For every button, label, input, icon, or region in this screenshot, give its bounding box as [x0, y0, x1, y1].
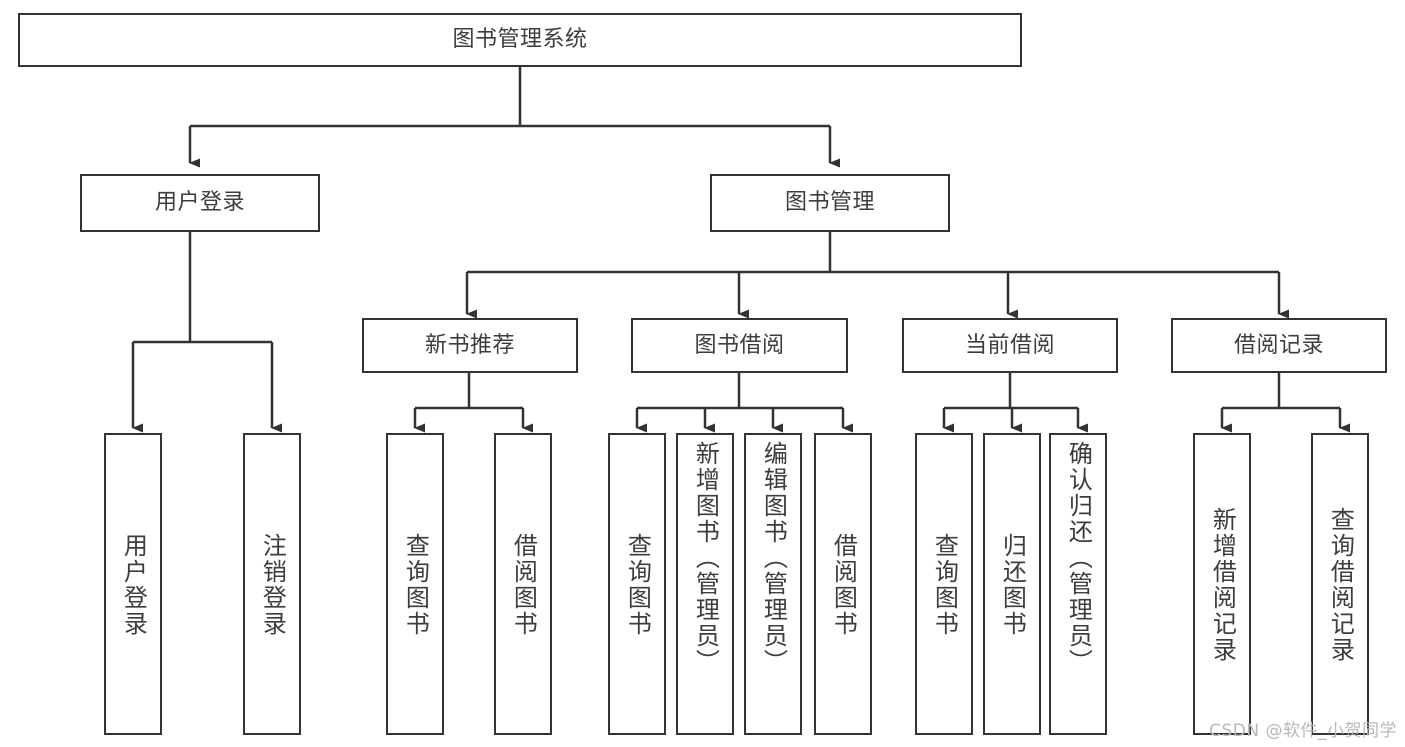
node-leaf-user-login[interactable]: 用户登录 — [104, 433, 162, 735]
node-label: 图书管理系统 — [452, 27, 588, 53]
node-label: 新增借阅记录 — [1208, 507, 1237, 663]
node-leaf-logout[interactable]: 注销登录 — [243, 433, 301, 735]
node-leaf-borrow-book-new[interactable]: 借阅图书 — [494, 433, 552, 735]
node-label: 借阅图书 — [509, 533, 538, 637]
node-leaf-add-book-admin[interactable]: 新增图书（管理员） — [676, 433, 734, 735]
node-label: 查询图书 — [930, 533, 959, 637]
node-label: 用户登录 — [154, 190, 245, 216]
node-leaf-query-borrow-record[interactable]: 查询借阅记录 — [1311, 433, 1369, 735]
node-label: 新书推荐 — [424, 332, 515, 358]
node-leaf-confirm-return-admin[interactable]: 确认归还（管理员） — [1049, 433, 1107, 735]
node-label: 确认归还（管理员） — [1064, 441, 1093, 675]
node-label: 查询借阅记录 — [1326, 507, 1355, 663]
node-leaf-return-book[interactable]: 归还图书 — [983, 433, 1041, 735]
node-label: 查询图书 — [623, 533, 652, 637]
node-label: 归还图书 — [998, 533, 1027, 637]
watermark-text: CSDN @软件_小贺同学 — [1209, 721, 1397, 741]
node-leaf-edit-book-admin[interactable]: 编辑图书（管理员） — [744, 433, 802, 735]
node-leaf-query-book-current[interactable]: 查询图书 — [915, 433, 973, 735]
node-label: 当前借阅 — [964, 332, 1055, 358]
node-label: 图书借阅 — [694, 332, 785, 358]
node-current-borrowing[interactable]: 当前借阅 — [902, 318, 1118, 373]
node-label: 借阅图书 — [829, 533, 858, 637]
node-borrowing-record[interactable]: 借阅记录 — [1171, 318, 1387, 373]
node-book-borrowing[interactable]: 图书借阅 — [631, 318, 848, 373]
node-label: 新增图书（管理员） — [691, 441, 720, 675]
node-label: 编辑图书（管理员） — [759, 441, 788, 675]
node-root-book-management-system[interactable]: 图书管理系统 — [18, 13, 1022, 67]
node-leaf-add-borrow-record[interactable]: 新增借阅记录 — [1193, 433, 1251, 735]
node-user-login[interactable]: 用户登录 — [80, 174, 320, 232]
node-label: 注销登录 — [258, 533, 287, 637]
node-label: 查询图书 — [401, 533, 430, 637]
node-label: 用户登录 — [119, 533, 148, 637]
node-leaf-query-book-new[interactable]: 查询图书 — [386, 433, 444, 735]
node-book-management[interactable]: 图书管理 — [710, 174, 950, 232]
node-label: 借阅记录 — [1233, 332, 1324, 358]
node-label: 图书管理 — [784, 190, 875, 216]
node-leaf-borrow-book[interactable]: 借阅图书 — [814, 433, 872, 735]
node-leaf-query-book-borrow[interactable]: 查询图书 — [608, 433, 666, 735]
node-new-book-recommendation[interactable]: 新书推荐 — [362, 318, 578, 373]
